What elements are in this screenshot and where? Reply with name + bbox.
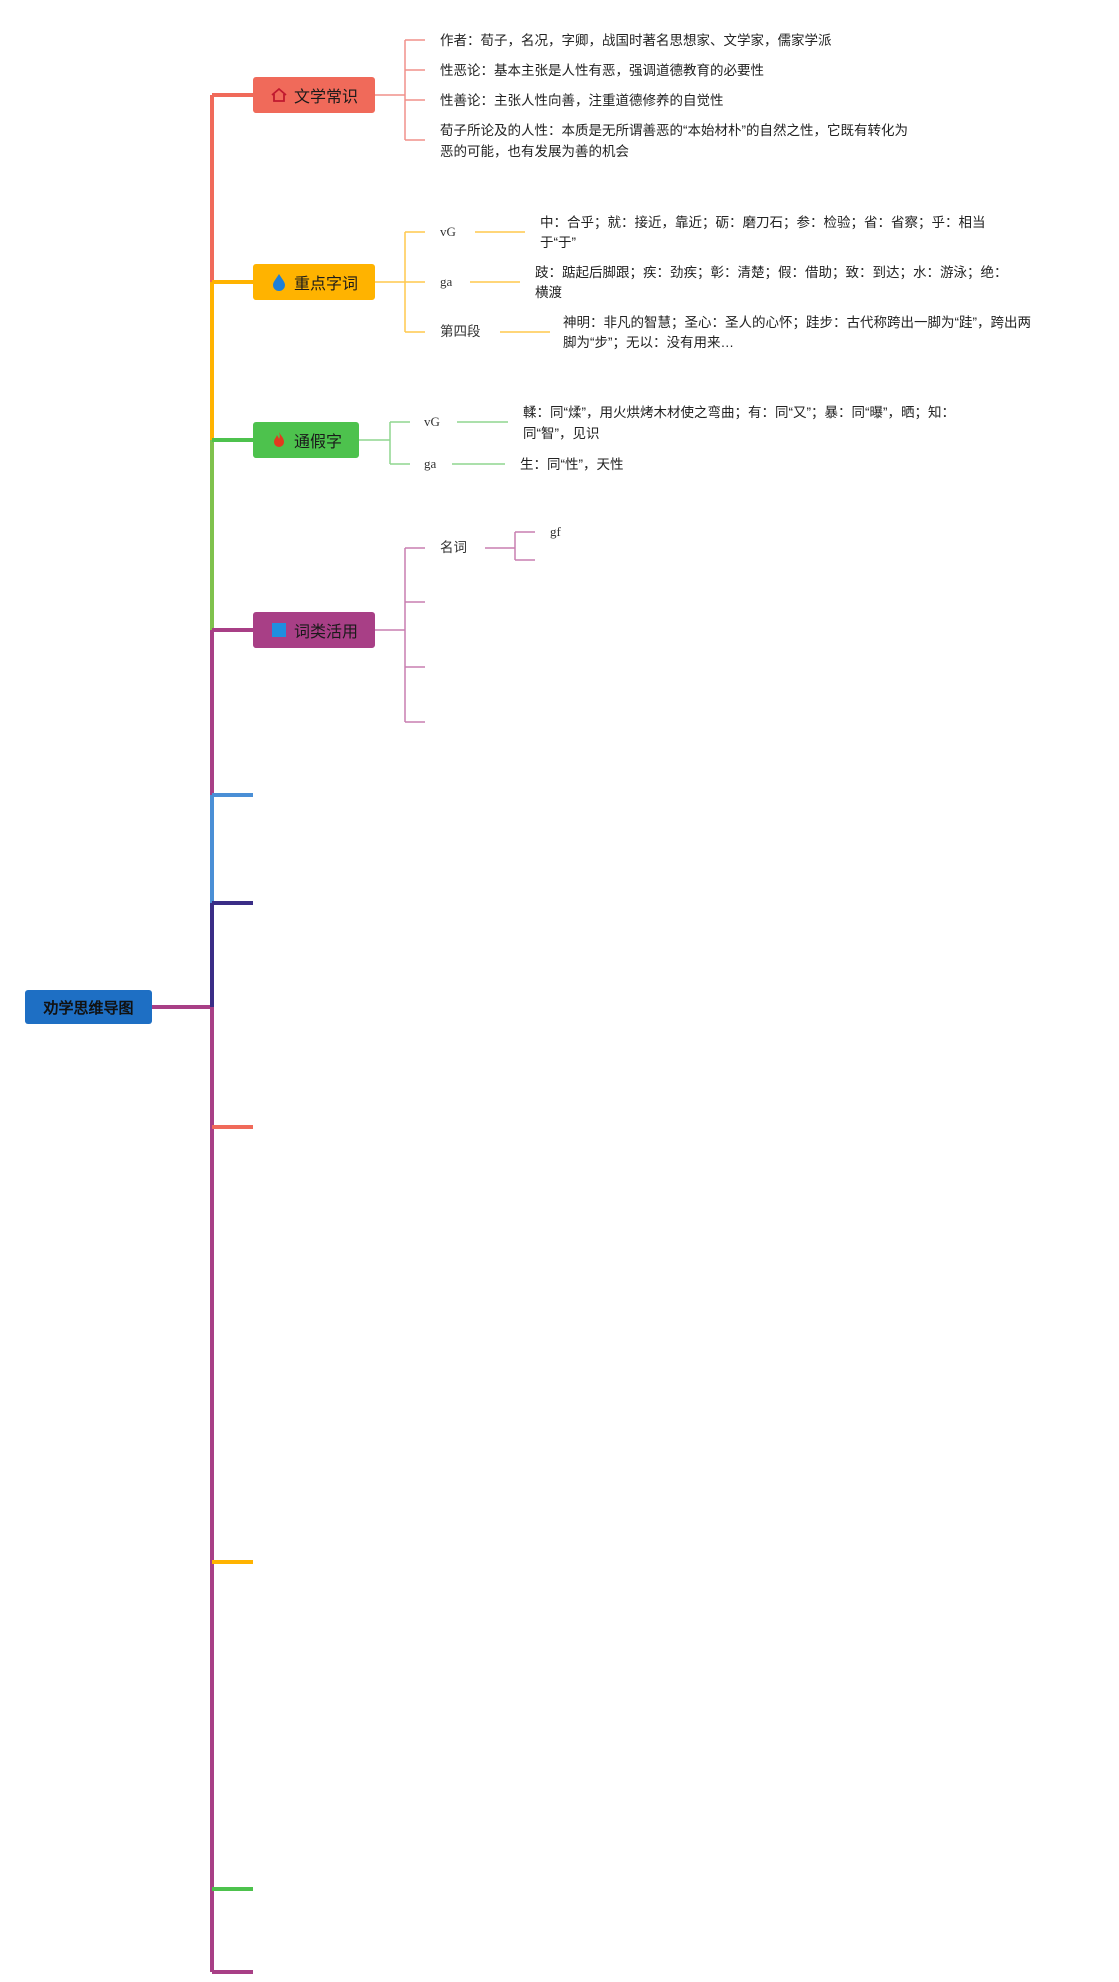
root-label: 劝学思维导图 [43,999,134,1017]
wenxue-item-renxing-2: 恶的可能，也有发展为善的机会 [440,144,629,159]
tongjia-ga-line-1: 生：同“性”，天性 [520,457,624,472]
branch-tongjia[interactable]: 通假字 [253,422,359,458]
square-icon [270,621,288,639]
wenxue-item-xingshan: 性善论：主张人性向善，注重道德修养的自觉性 [440,93,724,108]
tongjia-group-vg: vG [424,414,440,429]
zhongdian-vg-line-1: 中：合乎；就：接近，靠近；砺：磨刀石；参：检验；省：省察；乎：相当 [540,215,986,230]
branch-zhongdian[interactable]: 重点字词 [253,264,375,300]
zhongdian-disiduan-line-1: 神明：非凡的智慧；圣心：圣人的心怀；跬步：古代称跨出一脚为“跬”，跨出两 [563,315,1031,330]
cilei-group-mingci: 名词 [440,540,467,555]
fire-icon [270,431,288,449]
zhongdian-group-disiduan: 第四段 [440,324,481,339]
branch-label: 通假字 [293,434,342,451]
drop-icon [270,273,288,291]
wenxue-item-xinge: 性恶论：基本主张是人性有恶，强调道德教育的必要性 [440,63,764,78]
wenxue-item-author: 作者：荀子，名况，字卿，战国时著名思想家、文学家，儒家学派 [440,33,832,48]
branch-label: 词类活用 [293,624,358,641]
zhongdian-group-ga: ga [440,274,453,289]
branch-wenxue[interactable]: 文学常识 [253,77,375,113]
house-icon [270,86,288,104]
zhongdian-disiduan-line-2: 脚为“步”；无以：没有用来… [563,335,734,350]
zhongdian-vg-line-2: 于“于” [540,235,576,250]
tongjia-group-ga: ga [424,456,437,471]
branch-cilei[interactable]: 词类活用 [253,612,375,648]
branch-label: 文学常识 [293,89,358,106]
root-node[interactable]: 劝学思维导图 [25,990,152,1024]
zhongdian-ga-line-2: 横渡 [535,285,562,300]
zhongdian-ga-line-1: 跂：踮起后脚跟；疾：劲疾；彰：清楚；假：借助；致：到达；水：游泳；绝： [535,265,1008,280]
cilei-mingci-child: gf [550,524,561,539]
branch-label: 重点字词 [293,276,358,293]
tongjia-vg-line-1: 輮：同“煣”，用火烘烤木材使之弯曲；有：同“又”；暴：同“曝”，晒；知： [523,405,955,420]
zhongdian-group-vg: vG [440,224,456,239]
tongjia-vg-line-2: 同“智”，见识 [523,426,600,441]
wenxue-item-renxing-1: 荀子所论及的人性：本质是无所谓善恶的“本始材朴”的自然之性，它既有转化为 [440,123,908,138]
